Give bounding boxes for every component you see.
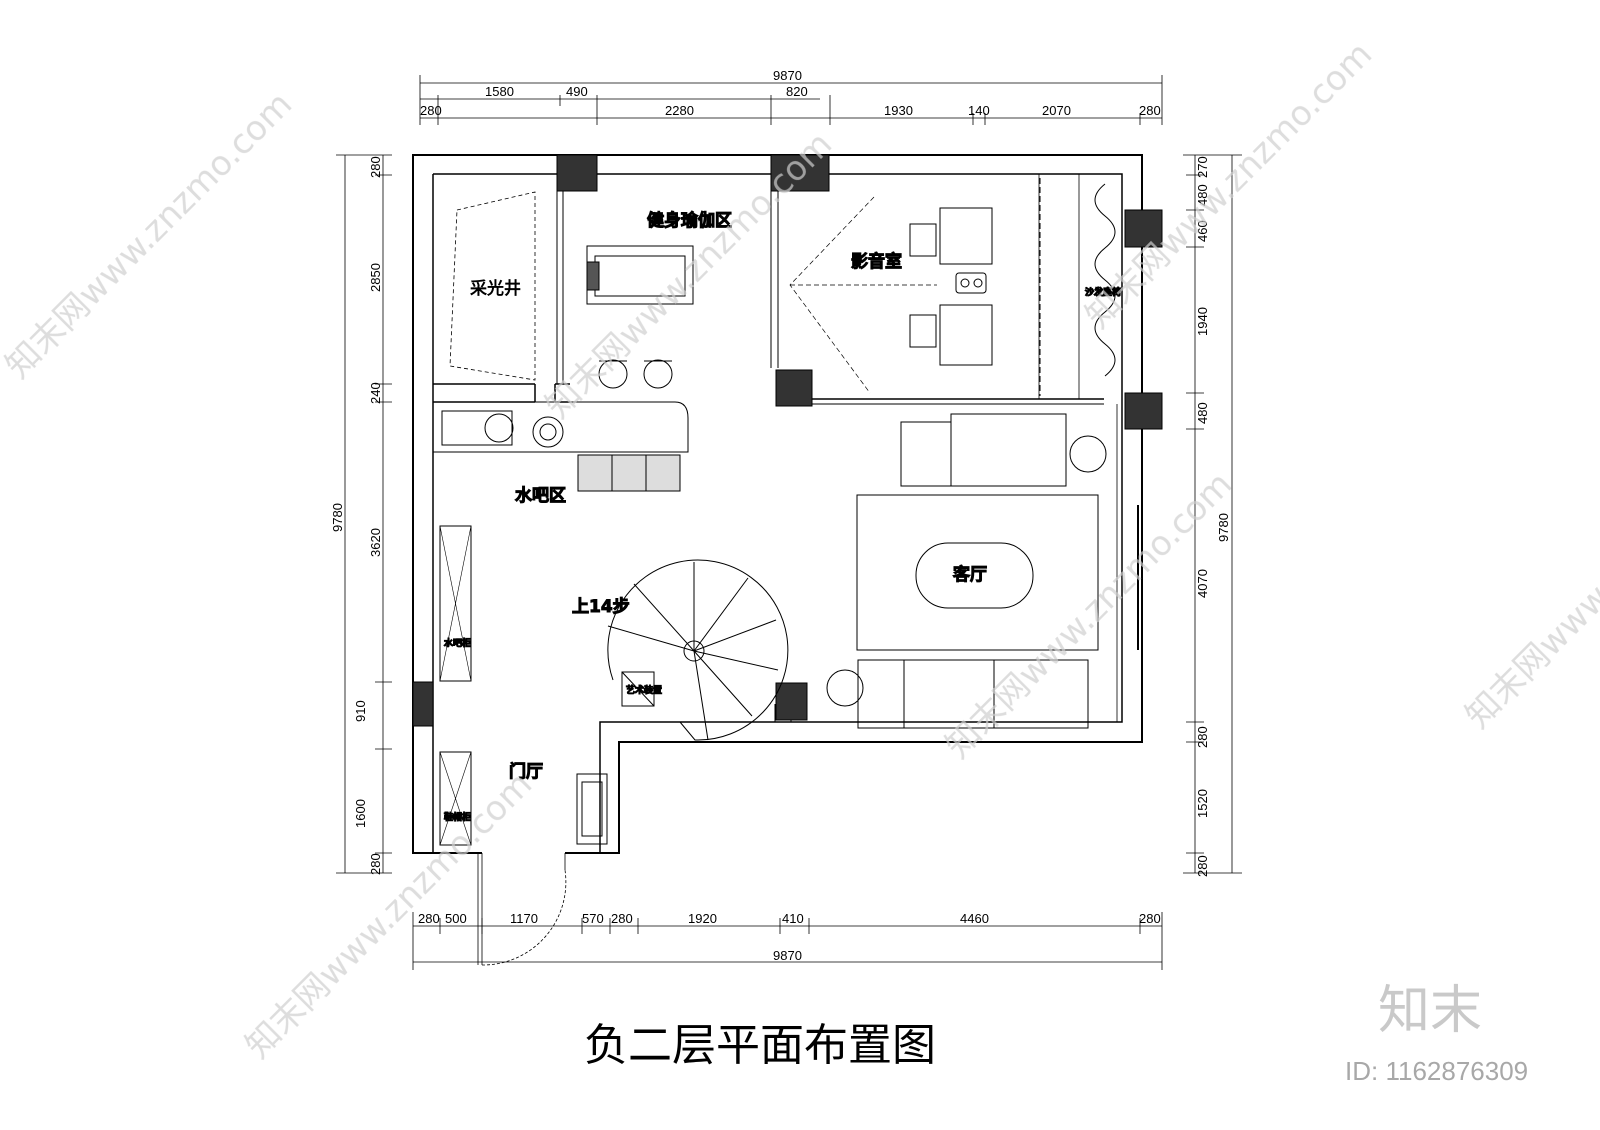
dim-right-4: 1940: [1195, 307, 1210, 336]
dim-right-7: 280: [1195, 726, 1210, 748]
dim-left-3: 240: [368, 382, 383, 404]
dim-right-6: 4070: [1195, 569, 1210, 598]
dim-top-9: 280: [1139, 103, 1161, 118]
dim-right-9: 280: [1195, 855, 1210, 877]
entry-door: [477, 853, 567, 966]
dim-top-2: 490: [566, 84, 588, 99]
watermark-id: ID: 1162876309: [1345, 1056, 1528, 1086]
shoe-cabinet-label: 鞋帽柜: [444, 811, 471, 823]
stairs-label: 上14步: [572, 596, 630, 617]
dim-bottom-3: 1170: [510, 911, 538, 926]
dim-left-4: 3620: [368, 528, 383, 557]
dim-top-6: 1930: [884, 103, 913, 118]
drawing-title: 负二层平面布置图: [584, 1020, 936, 1071]
dim-right-5: 480: [1195, 402, 1210, 424]
dimension-right: [1183, 154, 1242, 874]
dim-bottom-5: 280: [611, 911, 633, 926]
dim-top-overall: 9870: [773, 68, 802, 83]
walls: [412, 154, 1143, 854]
dim-bottom-overall: 9870: [773, 948, 802, 963]
foyer: 门厅: [509, 761, 608, 845]
dim-left-overall: 9780: [330, 503, 345, 532]
dim-top-3: 820: [786, 84, 808, 99]
dim-left-7: 280: [368, 853, 383, 875]
cabinets: 水吧柜 鞋帽柜: [439, 525, 472, 846]
dim-top-7: 140: [968, 103, 990, 118]
living-label: 客厅: [952, 564, 987, 585]
water-bar-label: 水吧区: [515, 485, 566, 506]
water-cabinet-label: 水吧柜: [444, 637, 471, 649]
dim-top-1: 1580: [485, 84, 514, 99]
dim-left-1: 280: [368, 156, 383, 178]
watermark-6: 知末网www.znzmo.com: [1458, 434, 1600, 736]
art-piece-label: 艺术装置: [626, 684, 662, 696]
gym-area: 健身瑜伽区: [586, 210, 733, 389]
dim-bottom-9: 280: [1139, 911, 1161, 926]
dim-bottom-2: 500: [445, 911, 467, 926]
dim-top-4: 280: [420, 103, 442, 118]
dim-top-8: 2070: [1042, 103, 1071, 118]
light-well: 采光井: [449, 191, 536, 381]
door-openings: [482, 850, 565, 856]
dimension-bottom: [412, 912, 1163, 970]
light-well-label: 采光井: [469, 278, 521, 299]
dim-right-3: 460: [1195, 220, 1210, 242]
spiral-stairs: 上14步 艺术装置: [572, 559, 789, 741]
dim-bottom-6: 1920: [688, 911, 717, 926]
dimension-left: [336, 154, 392, 874]
watermark-3: 知末网www.znzmo.com: [1078, 34, 1380, 336]
dim-bottom-8: 4460: [960, 911, 989, 926]
living-room: 客厅: [826, 413, 1139, 729]
foyer-label: 门厅: [509, 761, 543, 782]
dim-left-5: 910: [353, 700, 368, 722]
dim-right-overall: 9780: [1216, 513, 1231, 542]
dim-left-6: 1600: [353, 799, 368, 828]
theater-room: 影音室 沙发座椅: [789, 178, 1122, 396]
dim-right-1: 480: [1195, 184, 1210, 206]
sofa-seats-label: 沙发座椅: [1085, 286, 1121, 298]
gym-label: 健身瑜伽区: [647, 210, 732, 231]
theater-label: 影音室: [851, 251, 902, 272]
watermark-logo: 知末: [1378, 981, 1482, 1041]
dimension-top: [419, 75, 1163, 125]
dim-top-5: 2280: [665, 103, 694, 118]
dim-bottom-1: 280: [418, 911, 440, 926]
dim-bottom-7: 410: [782, 911, 804, 926]
water-bar: 水吧区: [433, 401, 689, 507]
dim-right-2: 270: [1195, 156, 1210, 178]
dim-left-2: 2850: [368, 263, 383, 292]
columns: [412, 154, 1163, 727]
watermark-5: 知末网www.znzmo.com: [238, 764, 540, 1066]
dim-bottom-4: 570: [582, 911, 604, 926]
watermark-1: 知末网www.znzmo.com: [0, 84, 300, 386]
dim-right-8: 1520: [1195, 789, 1210, 818]
